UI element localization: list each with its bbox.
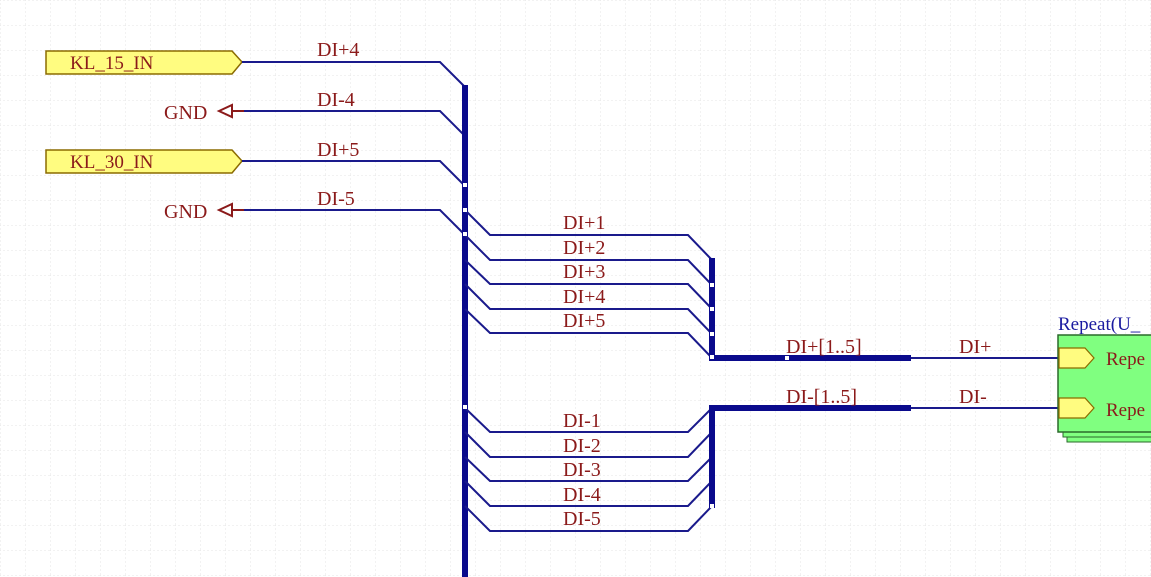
bus-junction-marks (463, 183, 789, 508)
minus-branch-labels: DI-1 DI-2 DI-3 DI-4 DI-5 (563, 410, 601, 530)
plus-branch-labels: DI+1 DI+2 DI+3 DI+4 DI+5 (563, 212, 605, 332)
wire-di-minus-5-in[interactable] (244, 209, 466, 236)
net-label-in-4: DI-5 (317, 188, 355, 210)
wire-di-plus-1[interactable] (464, 209, 713, 261)
net-label-plus-3: DI+3 (563, 261, 605, 283)
sheet-net-label-minus: DI- (959, 386, 987, 408)
bus-label-minus: DI-[1..5] (786, 386, 857, 408)
port-kl30[interactable]: KL_30_IN (45, 149, 243, 174)
wire-di-plus-2[interactable] (464, 234, 713, 286)
wire-di-minus-2[interactable] (464, 431, 713, 458)
net-label-in-1: DI+4 (317, 39, 359, 61)
wire-di-minus-4[interactable] (464, 480, 713, 507)
net-label-plus-4: DI+4 (563, 286, 605, 308)
sheet-symbol[interactable]: Repeat(U_ Repe Repe (1057, 314, 1151, 443)
wire-di-minus-4-in[interactable] (244, 110, 466, 137)
plus-branch-wires (464, 209, 713, 359)
gnd-label-1: GND (164, 102, 207, 124)
minus-bus[interactable] (709, 405, 911, 508)
wire-di-plus-5[interactable] (464, 308, 713, 359)
sheet-net-label-plus: DI+ (959, 336, 991, 358)
net-label-minus-1: DI-1 (563, 410, 601, 432)
port-kl30-label: KL_30_IN (70, 152, 154, 173)
net-label-plus-2: DI+2 (563, 237, 605, 259)
port-kl15[interactable]: KL_15_IN (45, 50, 243, 75)
sheet-title: Repeat(U_ (1058, 314, 1141, 335)
net-label-plus-1: DI+1 (563, 212, 605, 234)
minus-branch-wires (464, 407, 713, 532)
input-wires (242, 61, 466, 236)
input-net-labels: DI+4 DI-4 DI+5 DI-5 (317, 39, 359, 210)
net-label-minus-3: DI-3 (563, 459, 601, 481)
gnd-port-1[interactable]: GND (164, 102, 244, 124)
wire-di-plus-3[interactable] (464, 259, 713, 310)
sheet-entry-2[interactable]: Repe (1058, 397, 1145, 421)
sheet-entry-1-label: Repe (1106, 349, 1145, 370)
net-label-plus-5: DI+5 (563, 310, 605, 332)
net-label-minus-4: DI-4 (563, 484, 601, 506)
wire-di-minus-3[interactable] (464, 456, 713, 482)
net-label-minus-2: DI-2 (563, 435, 601, 457)
net-label-in-2: DI-4 (317, 89, 355, 111)
gnd-port-2[interactable]: GND (164, 201, 244, 223)
sheet-entry-2-label: Repe (1106, 400, 1145, 421)
wire-di-minus-5[interactable] (464, 505, 713, 532)
wire-di-minus-1[interactable] (464, 407, 713, 433)
wire-di-plus-5-in[interactable] (242, 160, 466, 187)
wire-di-plus-4[interactable] (464, 283, 713, 335)
bus-label-plus: DI+[1..5] (786, 336, 862, 358)
net-label-in-3: DI+5 (317, 139, 359, 161)
wire-di-plus-4-in[interactable] (242, 61, 466, 88)
sheet-entry-1[interactable]: Repe (1058, 347, 1145, 370)
gnd-label-2: GND (164, 201, 207, 223)
net-label-minus-5: DI-5 (563, 508, 601, 530)
port-kl15-label: KL_15_IN (70, 53, 154, 74)
